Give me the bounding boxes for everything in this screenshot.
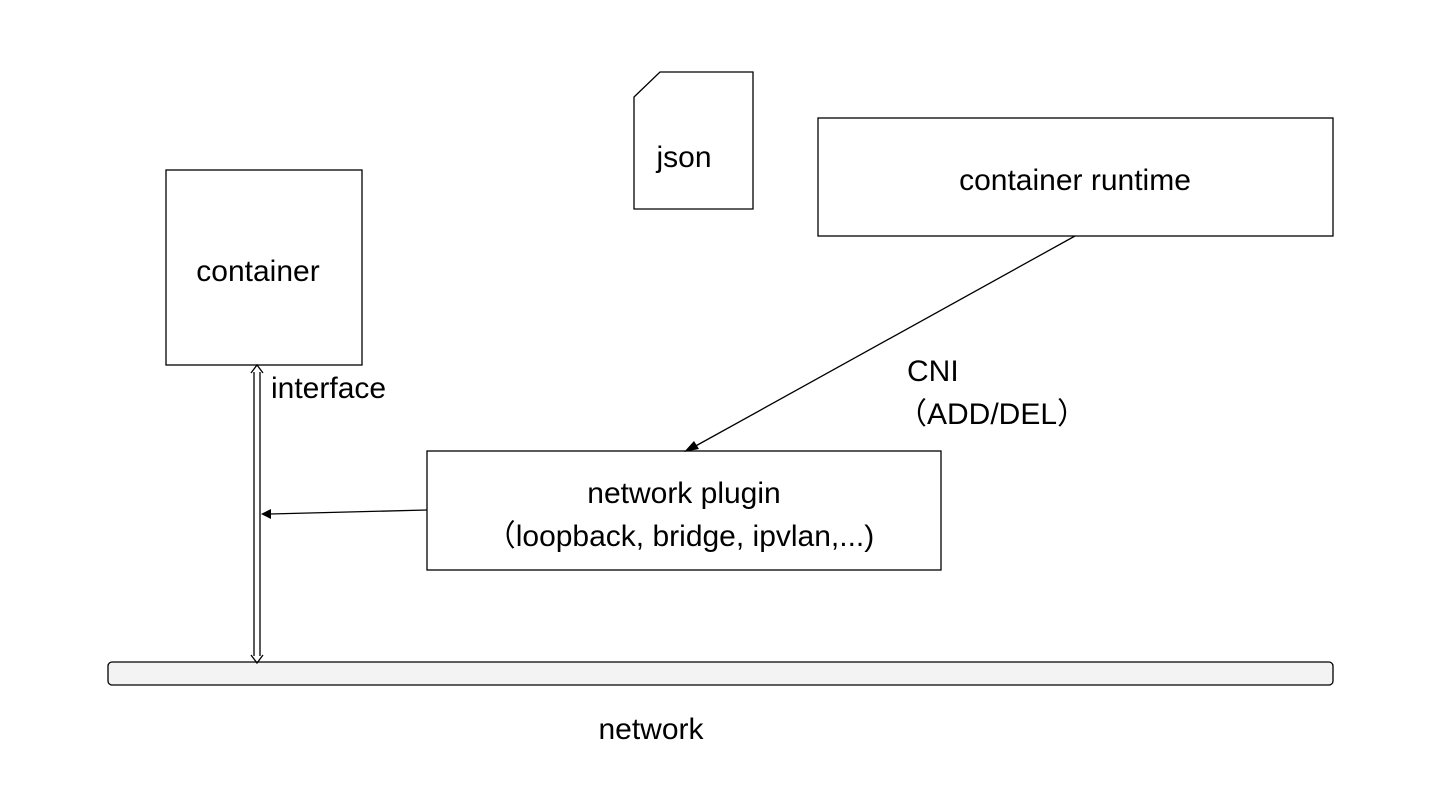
network-plugin-node[interactable]: network plugin （loopback, bridge, ipvlan… <box>426 450 942 571</box>
cni-edge-label-line2: （ADD/DEL） <box>897 398 1087 431</box>
json-document-label: json <box>655 141 711 174</box>
container-runtime-node[interactable]: container runtime <box>817 117 1334 237</box>
interface-link-bottom-arrow <box>250 654 264 665</box>
cni-edge-label-line1: CNI <box>907 355 959 388</box>
container-node[interactable]: container <box>165 169 363 366</box>
interface-link: interface <box>250 363 386 665</box>
network-plugin-box <box>426 450 942 571</box>
network-bus-bar <box>107 661 1334 686</box>
cni-edge: CNI （ADD/DEL） <box>684 235 1087 452</box>
plugin-to-interface-line <box>269 509 428 515</box>
container-label: container <box>196 255 319 288</box>
container-box <box>165 169 363 366</box>
network-bus-node[interactable]: network <box>107 661 1334 746</box>
network-plugin-label-line1: network plugin <box>587 477 780 510</box>
interface-link-label: interface <box>271 372 386 405</box>
network-plugin-label-line2: （loopback, bridge, ipvlan,...) <box>486 520 875 553</box>
plugin-to-interface-arrowhead <box>261 509 271 519</box>
json-document-node[interactable]: json <box>633 71 754 210</box>
cni-edge-arrowhead <box>684 441 699 452</box>
plugin-to-interface-edge <box>261 509 428 519</box>
network-bus-label: network <box>598 713 704 746</box>
container-runtime-label: container runtime <box>959 164 1191 197</box>
container-runtime-box <box>817 117 1334 237</box>
cni-edge-line <box>691 235 1076 449</box>
interface-link-top-arrow <box>250 363 264 374</box>
json-document-shape <box>633 71 754 210</box>
